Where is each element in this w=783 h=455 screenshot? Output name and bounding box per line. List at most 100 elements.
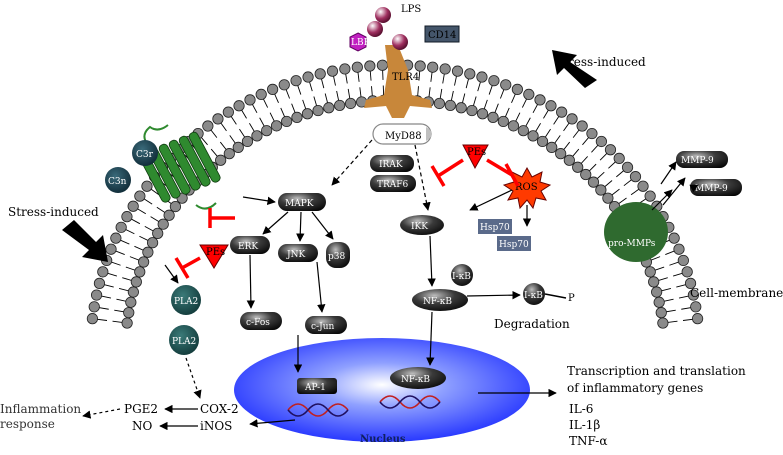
ikb-node-bound bbox=[451, 264, 473, 286]
lipid-head bbox=[595, 184, 607, 196]
pro-mmps-label: pro-MMPs bbox=[608, 239, 656, 249]
nfkb-node-cytoplasm bbox=[412, 289, 468, 311]
lipid-head bbox=[281, 115, 293, 128]
lipid-head bbox=[138, 256, 150, 268]
lipid-head bbox=[464, 68, 476, 80]
lipid-head bbox=[555, 148, 567, 160]
transcription-line-2: of inflammatory genes bbox=[567, 381, 703, 395]
lipid-head bbox=[232, 141, 244, 153]
lipid-head bbox=[339, 63, 351, 75]
lipid-head bbox=[517, 125, 529, 137]
lipid-head bbox=[314, 68, 326, 80]
il6-label: IL-6 bbox=[569, 402, 593, 416]
lipid-head bbox=[115, 221, 127, 233]
lipid-head bbox=[497, 115, 509, 128]
traf6-node bbox=[370, 175, 416, 192]
pathway-arrows bbox=[82, 139, 699, 431]
lipid-head bbox=[629, 171, 642, 183]
ikb-node-free bbox=[523, 283, 545, 305]
phospho-label: P bbox=[568, 293, 575, 304]
nucleus bbox=[234, 338, 530, 442]
lipid-head bbox=[681, 266, 693, 278]
lipid-head bbox=[90, 289, 103, 301]
ros-label: ROS bbox=[515, 182, 538, 193]
ikb-label-free: I-κB bbox=[524, 291, 543, 301]
lipid-head bbox=[169, 201, 182, 213]
dna-helix-right bbox=[379, 395, 441, 409]
lipid-head bbox=[439, 63, 451, 75]
lipid-head bbox=[595, 135, 607, 148]
lipid-head bbox=[105, 243, 117, 255]
lipid-head bbox=[466, 104, 478, 117]
lipid-head bbox=[644, 266, 656, 278]
hsp70-label-a: Hsp70 bbox=[480, 223, 510, 233]
lipid-head bbox=[134, 190, 146, 202]
lipid-head bbox=[261, 125, 273, 137]
lipid-head bbox=[587, 176, 600, 188]
mmp9-node-a bbox=[676, 151, 728, 168]
pla2-node-a bbox=[171, 285, 201, 315]
myd88-label: MyD88 bbox=[385, 131, 422, 142]
lipid-head bbox=[487, 111, 499, 124]
nucleus-label: Nucleus bbox=[360, 434, 406, 445]
dna-helix-left bbox=[287, 403, 349, 417]
lipid-head bbox=[572, 161, 584, 173]
lps-molecule bbox=[367, 21, 383, 37]
lipid-head bbox=[534, 94, 546, 106]
pes-triangle-right bbox=[462, 144, 489, 170]
lipid-head bbox=[146, 237, 159, 249]
hsp70-box-b bbox=[497, 236, 531, 251]
receptor-loop bbox=[143, 124, 217, 210]
lipid-head bbox=[576, 120, 588, 132]
lipid-head bbox=[637, 180, 649, 192]
lipid-head bbox=[657, 317, 669, 329]
lipid-head bbox=[364, 60, 376, 72]
lipid-head bbox=[270, 120, 283, 132]
pes-triangle-left bbox=[199, 244, 229, 269]
inflammation-line-2: response bbox=[0, 417, 55, 431]
lipid-head bbox=[157, 218, 169, 230]
lipid-head bbox=[267, 83, 279, 95]
lipid-head bbox=[523, 88, 535, 101]
lipid-head bbox=[86, 313, 99, 325]
lipid-head bbox=[241, 135, 254, 148]
lipid-head bbox=[444, 99, 456, 112]
lipid-head bbox=[97, 266, 109, 278]
lipid-head bbox=[223, 148, 235, 160]
lipid-head bbox=[613, 152, 625, 164]
degradation-label: Degradation bbox=[494, 317, 570, 331]
pge2-label: PGE2 bbox=[124, 402, 158, 416]
inflammation-line-1: Inflammation bbox=[0, 402, 81, 416]
lipid-head bbox=[345, 97, 357, 110]
lipid-head bbox=[691, 313, 704, 325]
mmp9-node-b bbox=[690, 179, 742, 196]
mapk-node bbox=[278, 193, 326, 211]
seven-tm-receptor bbox=[138, 131, 221, 203]
lipid-head bbox=[433, 97, 445, 110]
lipid-head bbox=[301, 108, 314, 120]
pla2-label-a: PLA2 bbox=[174, 297, 198, 307]
lipid-head bbox=[127, 200, 139, 212]
cjun-node bbox=[305, 316, 347, 334]
lipid-head bbox=[130, 276, 142, 288]
lipid-head bbox=[677, 254, 689, 267]
lipid-head bbox=[110, 232, 122, 244]
lipid-head bbox=[202, 120, 214, 132]
lipid-head bbox=[684, 277, 697, 289]
lipid-head bbox=[222, 106, 234, 118]
cjun-label: c-Jun bbox=[311, 322, 334, 332]
no-label: NO bbox=[132, 419, 153, 433]
inhibition-symbols bbox=[174, 158, 520, 279]
lipid-head bbox=[507, 120, 520, 132]
lipid-head bbox=[668, 232, 680, 244]
hsp70-box-a bbox=[478, 219, 512, 234]
cfos-label: c-Fos bbox=[246, 318, 270, 328]
lipid-head bbox=[651, 286, 663, 298]
lipid-head bbox=[212, 113, 224, 125]
p38-node bbox=[326, 242, 350, 268]
cd14-box bbox=[424, 25, 460, 43]
lipid-head bbox=[586, 127, 598, 140]
lipid-head bbox=[563, 154, 575, 166]
lipid-head bbox=[476, 71, 488, 83]
